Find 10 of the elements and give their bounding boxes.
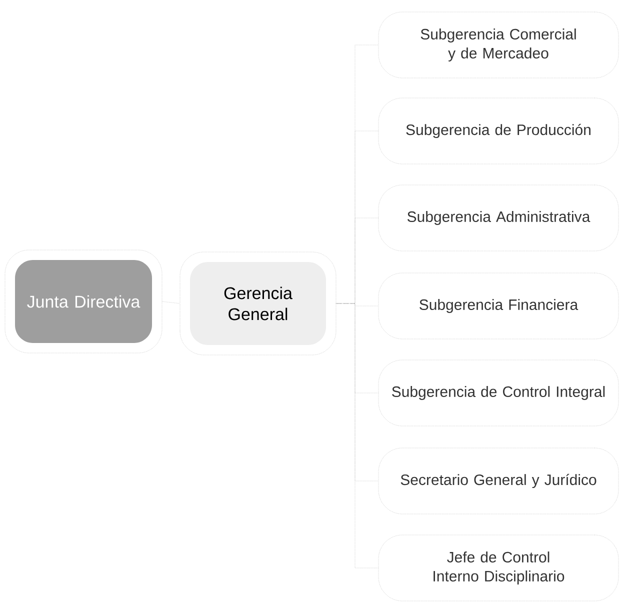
- org-box: Gerencia General: [180, 252, 336, 356]
- dashed-box: Subgerencia Administrativa: [378, 184, 619, 252]
- dashed-box: Subgerencia de Producción: [378, 98, 619, 164]
- dashed-box: Jefe de Control Interno Disciplinario: [378, 534, 619, 602]
- dashed-box: Subgerencia Comercial y de Mercadeo: [378, 12, 619, 78]
- connector-line: [336, 303, 378, 568]
- dashed-box: Subgerencia Financiera: [378, 272, 619, 340]
- dashed-box: Subgerencia de Control Integral: [378, 360, 619, 426]
- org-box: Junta Directiva: [4, 250, 162, 354]
- dashed-box: Secretario General y Jurídico: [378, 448, 619, 514]
